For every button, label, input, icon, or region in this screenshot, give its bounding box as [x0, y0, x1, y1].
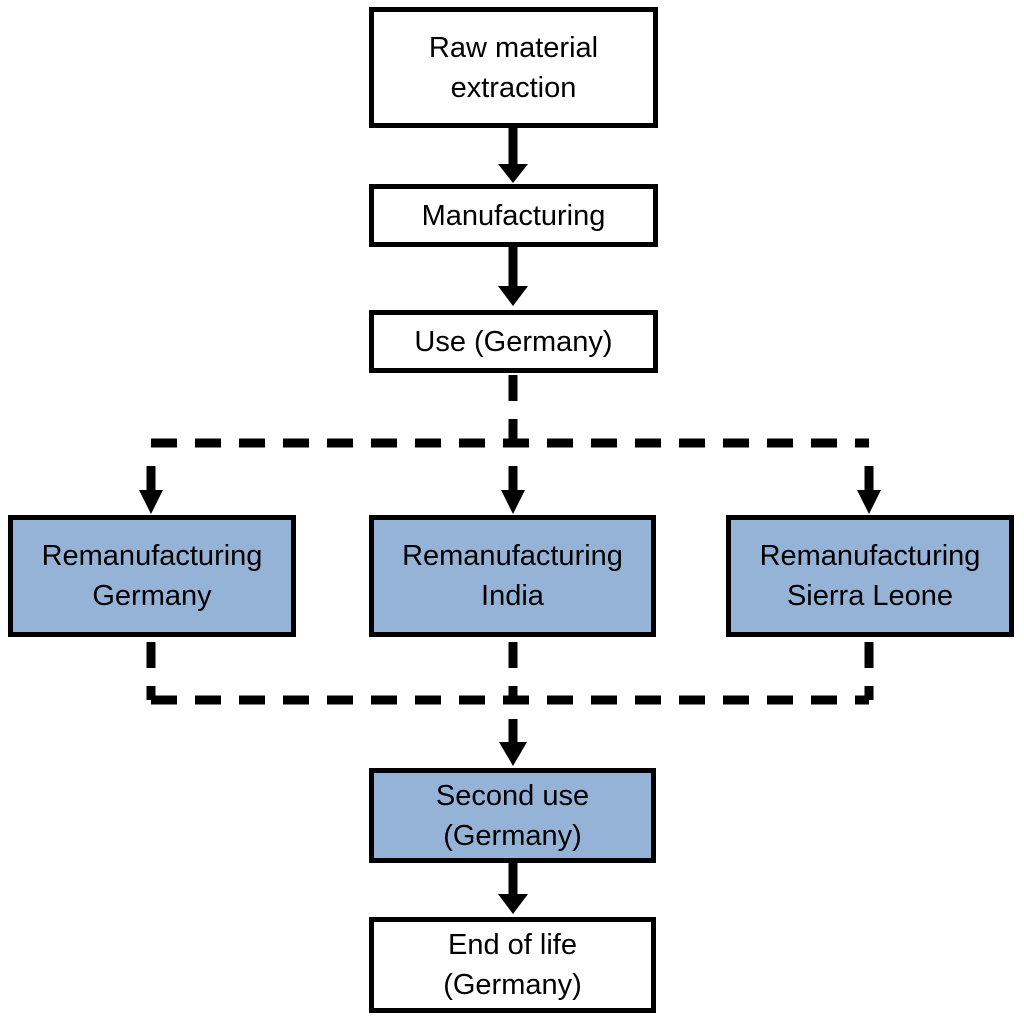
node-remanufacturing-india: Remanufacturing India	[369, 515, 656, 637]
node-label-line: (Germany)	[443, 969, 582, 1001]
node-remanufacturing-germany: Remanufacturing Germany	[8, 515, 296, 637]
node-raw-material-extraction: Raw material extraction	[369, 7, 658, 128]
node-label-line: (Germany)	[443, 819, 582, 852]
node-label-line: Use (Germany)	[414, 325, 613, 358]
node-second-use-germany: Second use (Germany)	[369, 768, 656, 863]
node-use-germany: Use (Germany)	[369, 310, 658, 373]
node-label-line: End of life	[448, 929, 577, 961]
arrowhead-second-use-to-end-of-life	[498, 894, 528, 914]
arrowhead-to-reman-germany	[139, 490, 163, 514]
arrowhead-raw-to-manufacturing	[498, 164, 528, 183]
node-label-line: Manufacturing	[421, 199, 606, 232]
node-end-of-life-germany: End of life (Germany)	[369, 917, 656, 1013]
node-label-line: extraction	[450, 71, 577, 104]
node-label-line: Remanufacturing	[41, 540, 263, 572]
arrowhead-to-second-use	[499, 742, 527, 766]
arrowhead-manufacturing-to-use	[498, 286, 528, 306]
node-label-line: Remanufacturing	[402, 540, 623, 572]
node-manufacturing: Manufacturing	[369, 184, 658, 247]
node-remanufacturing-sierra-leone: Remanufacturing Sierra Leone	[726, 515, 1014, 637]
node-label-line: Raw material	[428, 31, 599, 64]
arrowhead-to-reman-sierra-leone	[857, 490, 881, 514]
node-label-line: Second use	[435, 779, 590, 812]
node-label-line: Sierra Leone	[786, 580, 954, 612]
node-label-line: Germany	[92, 580, 212, 612]
node-label-line: India	[481, 580, 544, 612]
node-label-line: Remanufacturing	[759, 540, 981, 572]
arrowhead-to-reman-india	[501, 490, 525, 514]
